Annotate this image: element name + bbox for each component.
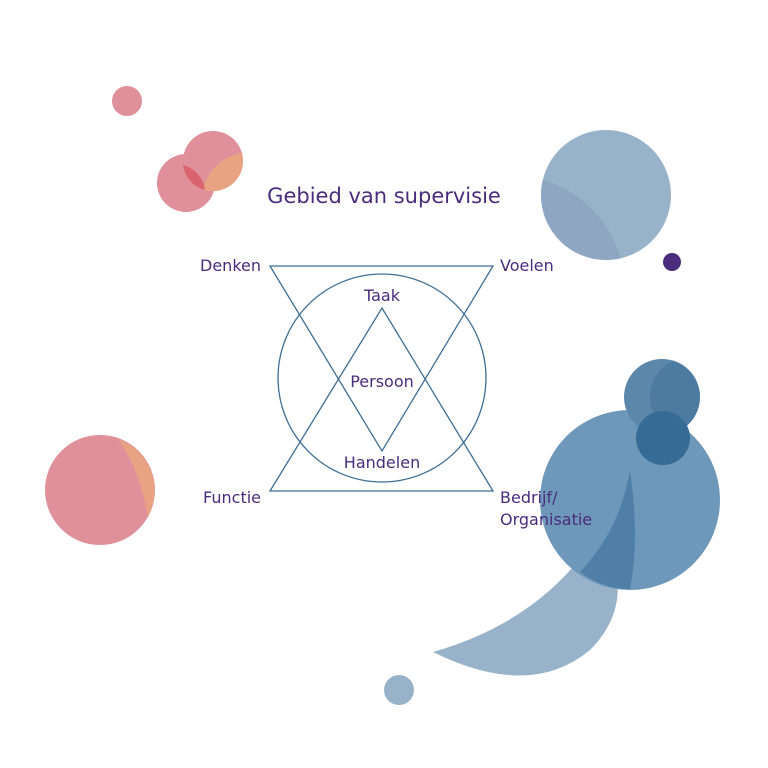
label-organisatie: Organisatie xyxy=(500,510,592,529)
label-denken: Denken xyxy=(200,256,261,275)
hexagram-diagram xyxy=(268,265,495,492)
decor-small-pink-dot xyxy=(112,86,142,116)
decor-orange-crescent xyxy=(118,439,155,517)
decor-dark-blue-circle xyxy=(636,411,690,465)
decor-large-pink-circle xyxy=(45,435,155,545)
decor-blue-moon-overlap xyxy=(580,470,635,590)
decor-orange-overlay xyxy=(202,152,243,191)
diagram-title: Gebied van supervisie xyxy=(267,184,501,208)
decor-blue-shade xyxy=(541,175,625,260)
decor-left-cluster xyxy=(45,435,155,545)
decor-overlap-lens xyxy=(183,165,205,190)
label-functie: Functie xyxy=(203,488,261,507)
decor-light-blue-arc xyxy=(433,530,618,676)
label-voelen: Voelen xyxy=(500,256,554,275)
label-persoon: Persoon xyxy=(350,372,414,391)
label-bedrijf: Bedrijf/ xyxy=(500,488,558,507)
decor-purple-dot xyxy=(663,253,681,271)
label-taak: Taak xyxy=(363,286,401,305)
upward-triangle xyxy=(268,306,495,492)
decor-bottom-right-cluster xyxy=(384,359,720,705)
decor-small-blue-dot xyxy=(384,675,414,705)
label-handelen: Handelen xyxy=(344,453,420,472)
center-circle xyxy=(277,273,487,483)
decor-top-left-cluster xyxy=(112,86,243,212)
decor-top-right-cluster xyxy=(541,130,681,271)
downward-triangle xyxy=(268,265,495,453)
